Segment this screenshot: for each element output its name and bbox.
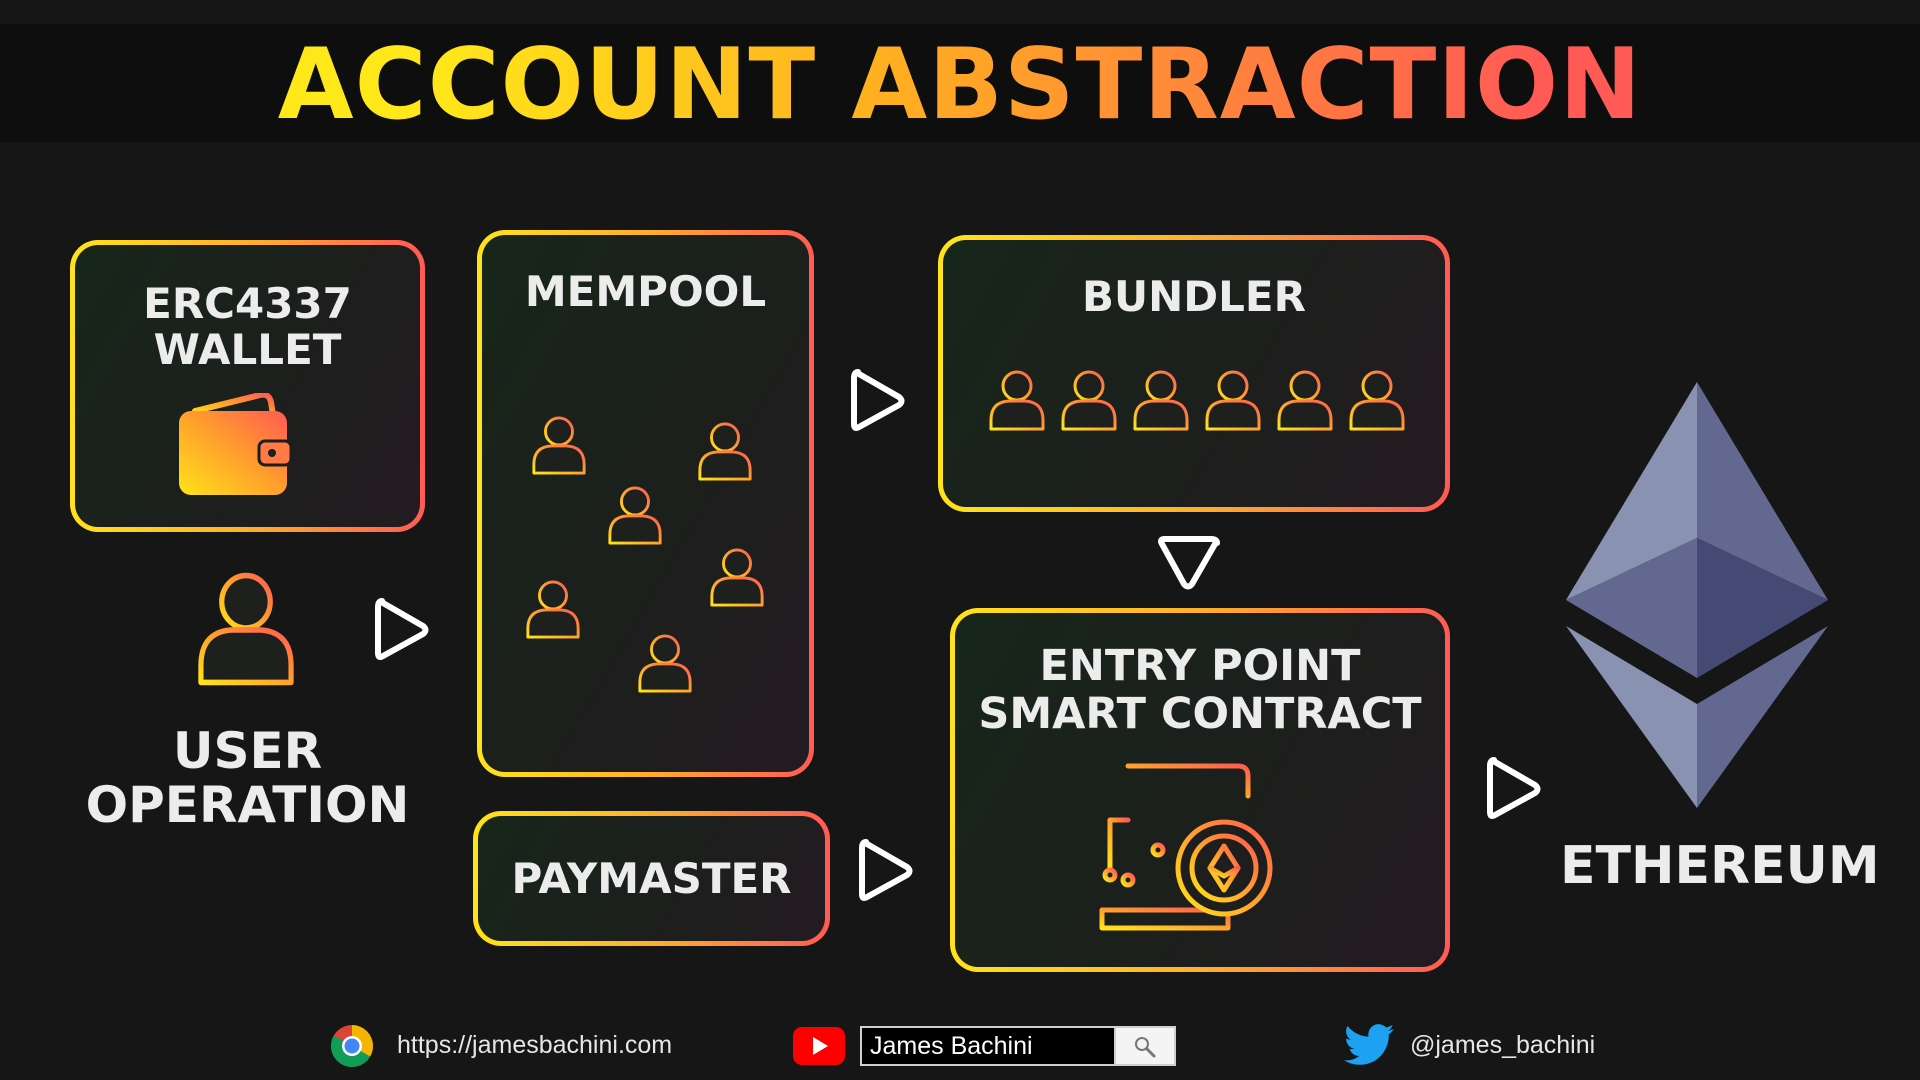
- wallet-box-title-line2: WALLET: [153, 325, 342, 374]
- bundler-box: BUNDLER: [938, 235, 1450, 512]
- erc4337-wallet-box: ERC4337 WALLET: [70, 240, 425, 532]
- ethereum-logo: [1566, 382, 1828, 808]
- arrow-down-icon: [1151, 533, 1225, 593]
- user-operation-label-line2: OPERATION: [85, 776, 410, 834]
- user-operation-label-line1: USER: [172, 722, 323, 780]
- ethereum-label: ETHEREUM: [1560, 836, 1880, 896]
- smart-contract-icon: [1099, 763, 1273, 931]
- entry-point-title-line2: SMART CONTRACT: [978, 689, 1422, 739]
- search-icon: [1135, 1037, 1156, 1058]
- bundler-title: BUNDLER: [1082, 272, 1306, 321]
- youtube-search-button[interactable]: [1114, 1028, 1174, 1064]
- mempool-user-icon: [524, 578, 582, 640]
- user-icon: [194, 568, 298, 688]
- twitter-icon: [1344, 1024, 1394, 1065]
- mempool-user-icon: [636, 632, 694, 694]
- arrow-right-icon: [372, 593, 432, 667]
- wallet-box-title-line1: ERC4337: [143, 279, 352, 328]
- bundler-user-icon: [1347, 368, 1407, 432]
- paymaster-box: PAYMASTER: [473, 811, 830, 946]
- bundler-user-icon: [987, 368, 1047, 432]
- arrow-right-icon: [856, 834, 916, 908]
- bundler-user-icon: [1275, 368, 1335, 432]
- website-link[interactable]: https://jamesbachini.com: [397, 1031, 673, 1059]
- arrow-right-icon: [1484, 752, 1544, 826]
- wallet-icon: [179, 393, 293, 495]
- page-title: ACCOUNT ABSTRACTION: [0, 28, 1920, 142]
- mempool-user-icon: [708, 546, 766, 608]
- mempool-user-icon: [606, 484, 664, 546]
- title-band: [0, 24, 1920, 142]
- bundler-user-icon: [1203, 368, 1263, 432]
- paymaster-title: PAYMASTER: [511, 854, 792, 903]
- youtube-search-input[interactable]: James Bachini: [870, 1032, 1033, 1060]
- bundler-user-icon: [1059, 368, 1119, 432]
- mempool-title: MEMPOOL: [524, 267, 767, 316]
- youtube-search-box[interactable]: James Bachini: [860, 1026, 1176, 1066]
- entry-point-title-line1: ENTRY POINT: [1039, 641, 1361, 691]
- mempool-user-icon: [530, 414, 588, 476]
- mempool-user-icon: [696, 420, 754, 482]
- bundler-user-icon: [1131, 368, 1191, 432]
- youtube-icon: [793, 1027, 845, 1065]
- twitter-handle[interactable]: @james_bachini: [1410, 1031, 1596, 1059]
- arrow-right-icon: [848, 364, 908, 438]
- chrome-icon: [330, 1025, 373, 1068]
